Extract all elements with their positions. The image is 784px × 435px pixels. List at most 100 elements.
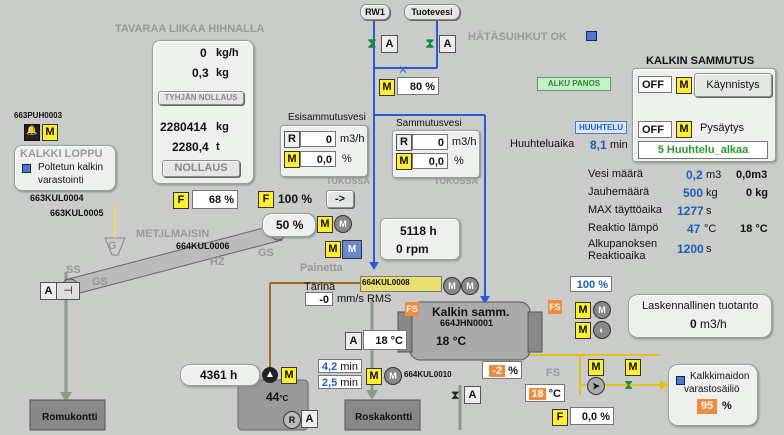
valve2-icon[interactable]: ⧗	[624, 377, 634, 392]
varastointi-icon[interactable]	[22, 164, 31, 173]
valve2-m-button[interactable]: M	[625, 359, 641, 376]
belt-rate-value: 0	[200, 46, 207, 60]
fs-outlet-indicator: FS	[548, 300, 562, 314]
screw-motor-icon[interactable]: M	[443, 277, 461, 295]
max-tayttoaika-value: 1277	[677, 204, 704, 218]
pysaytys-label[interactable]: Pysäytys	[700, 122, 745, 134]
pump-up-icon[interactable]: ▲	[262, 367, 278, 383]
vesi-maara-extra: 0,0m3	[736, 169, 768, 181]
outlet-motor-icon[interactable]: M	[593, 301, 611, 319]
conveyor-motor-icon[interactable]: M	[334, 215, 352, 233]
feeder2-f-button[interactable]: F	[258, 191, 274, 208]
bottom-valve-icon[interactable]: ⧗	[451, 388, 460, 402]
esisammutus-m-value: 0,0	[300, 151, 336, 167]
bottom-auto-button[interactable]: A	[301, 410, 318, 428]
belt-mass-unit: kg	[216, 67, 229, 79]
outlet-speed: 100 %	[570, 276, 612, 292]
conveyor2-motor-icon[interactable]: M	[342, 240, 362, 259]
g-label: G	[108, 240, 117, 252]
time2-value: 2,5 min	[318, 375, 362, 389]
alku-panos-button[interactable]: ALKU PANOS	[537, 77, 611, 91]
bottom-valve-auto-button[interactable]: A	[464, 386, 481, 404]
kalkkimaito-title: Kalkkimaidon	[690, 371, 750, 382]
esisammutus-m-button[interactable]: M	[284, 151, 300, 168]
motor-hours-panel	[380, 218, 460, 260]
sammutus-m-button[interactable]: M	[396, 153, 412, 170]
esisammutus-r-unit: m3/h	[340, 133, 365, 145]
off2-value: OFF	[638, 121, 672, 138]
production-panel	[628, 294, 772, 338]
esisammutus-r-value: 0	[300, 131, 336, 147]
nollaus-button[interactable]: NOLLAUS	[162, 160, 240, 177]
esisammutus-title: Esisammutusvesi	[288, 112, 366, 123]
feeder-f-button[interactable]: F	[173, 192, 189, 209]
kaynnistys-button[interactable]: Käynnistys	[694, 73, 772, 97]
kalkki-loppu-text2: varastointi	[38, 175, 84, 186]
left-auto-button[interactable]: A	[40, 282, 57, 300]
conveyor2-manual-button[interactable]: M	[325, 241, 341, 258]
outlet-m-button[interactable]: M	[575, 302, 591, 319]
bottom-f-button[interactable]: F	[552, 409, 568, 426]
valve-top-manual-button[interactable]: M	[379, 79, 395, 96]
temp-box-bottom: 18 °C	[525, 384, 565, 402]
fs-bottom2-label: FS	[546, 367, 561, 379]
belt-total-t-unit: t	[216, 141, 220, 153]
ss-label: SS	[66, 264, 81, 276]
huuhtelu-button[interactable]: HUUHTELU	[575, 121, 627, 134]
kaynnistys-m-button[interactable]: M	[676, 77, 692, 94]
esisammutus-r-button[interactable]: R	[284, 131, 300, 148]
kalkki-loppu-tag3: 663KUL0005	[50, 208, 104, 218]
roskakontti-label: Roskakontti	[355, 412, 413, 423]
reaktio-lampo-label: Reaktio lämpö	[588, 222, 659, 234]
valve-rw1-auto-button[interactable]: A	[381, 35, 398, 53]
direction-arrow-button[interactable]: ->	[326, 190, 354, 208]
painetta-label: Painetta	[300, 262, 343, 274]
kalkkimaito-panel	[668, 364, 758, 426]
slaker-tag: 664JHN0001	[440, 318, 494, 328]
motor-rpm-value: 0 rpm	[396, 242, 429, 256]
slaker-temp-box: 18 °C	[363, 330, 407, 350]
slaker-temp: 18 °C	[436, 334, 467, 348]
outlet-m2-button[interactable]: M	[575, 322, 591, 339]
sammutus-m-value: 0,0	[412, 153, 448, 169]
vesi-maara-value: 0,2	[686, 168, 703, 182]
valve-top-icon[interactable]: ⨯	[398, 62, 409, 76]
slaker-auto-button[interactable]: A	[345, 332, 362, 350]
sammutus-tukossa: TUKOSSA	[434, 176, 479, 186]
rw1-label: RW1	[360, 4, 390, 20]
valve-tuotevesi-auto-button[interactable]: A	[439, 35, 456, 53]
alkupanos-unit: s	[706, 243, 712, 255]
conveyor-manual-button[interactable]: M	[317, 216, 333, 233]
reaktio-lampo-unit: °C	[704, 223, 717, 235]
outlet-mixer-icon[interactable]: ◐	[593, 321, 611, 339]
valve-tuotevesi-icon[interactable]: ⧗	[425, 35, 435, 51]
time1-value: 4,2 min	[318, 359, 362, 373]
tarina-unit: mm/s RMS	[337, 293, 392, 305]
jauhemaara-value: 500	[683, 186, 704, 200]
pump-m-button[interactable]: M	[281, 367, 297, 384]
left-valve-icon[interactable]: ⊣	[56, 282, 80, 300]
tyhjan-nollaus-button[interactable]: TYHJÄN NOLLAUS	[158, 91, 244, 105]
pump2-icon[interactable]: ➤	[587, 377, 605, 395]
valve-rw1-icon[interactable]: ⧗	[367, 35, 377, 51]
hatasuihkut-icon[interactable]	[586, 31, 597, 41]
bottom-r-icon[interactable]: R	[283, 411, 301, 429]
kalkki-loppu-manual-button[interactable]: M	[42, 124, 58, 141]
ps-label: PS	[240, 403, 255, 415]
screw2-m-button[interactable]: M	[366, 368, 382, 385]
alkupanos-value: 1200	[677, 242, 704, 256]
tarina-value: -0	[305, 292, 333, 306]
alarm-bell-icon[interactable]: 🔔	[24, 124, 40, 141]
off1-value: OFF	[638, 76, 672, 93]
pysaytys-m-button[interactable]: M	[676, 121, 692, 138]
vesi-maara-unit: m3	[706, 169, 722, 181]
kalkkimaito-value: 95	[697, 399, 717, 414]
sammutus-r-button[interactable]: R	[396, 134, 412, 151]
kalkki-loppu-panel	[14, 145, 116, 191]
screw2-motor-icon[interactable]: M	[384, 367, 402, 385]
kalkkimaito-icon[interactable]	[676, 376, 685, 385]
pump2-m-button[interactable]: M	[588, 359, 604, 376]
sammutus-r-value: 0	[412, 134, 448, 150]
screw-motor2-icon[interactable]: M	[461, 277, 479, 295]
conveyor-speed-value: 50 %	[276, 218, 304, 232]
